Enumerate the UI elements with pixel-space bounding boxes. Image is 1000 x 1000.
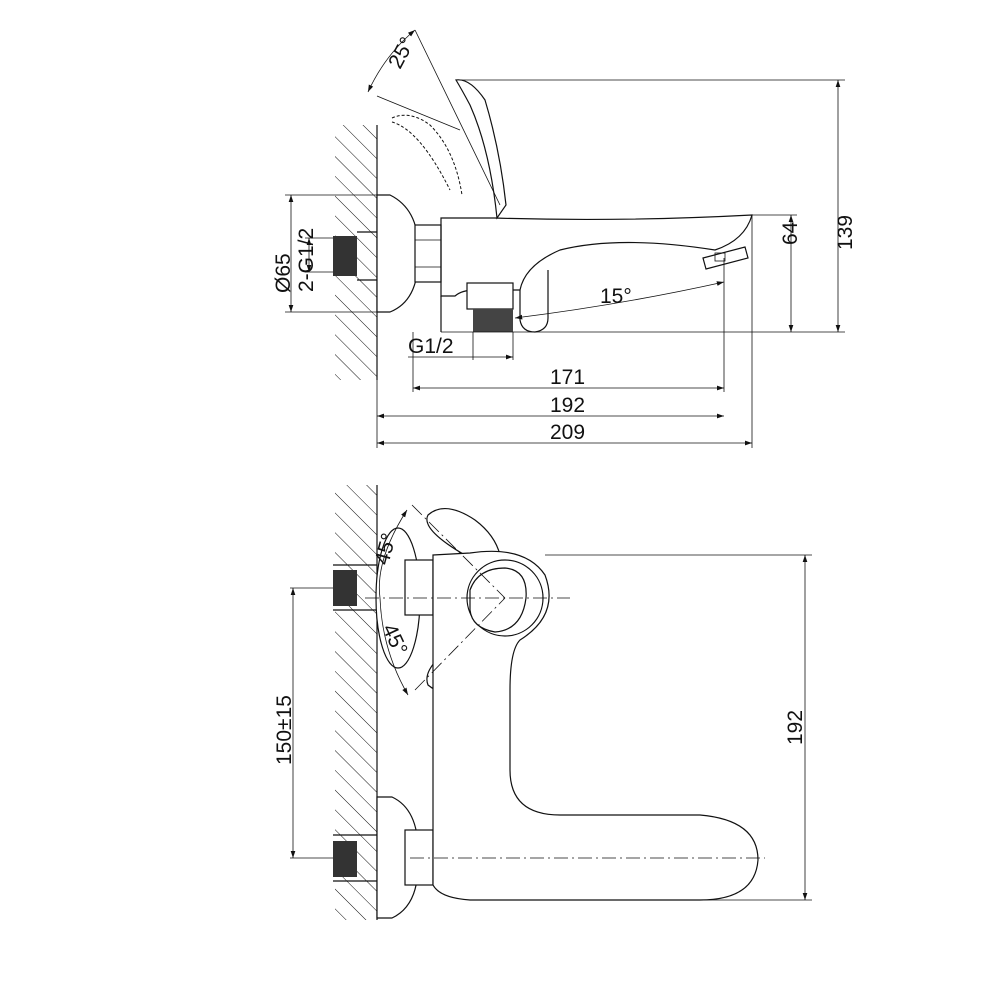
handle-tilted (391, 114, 463, 196)
dim-height-139: 139 (834, 215, 857, 250)
handle-upright (455, 79, 507, 220)
nut-lower (404, 829, 434, 886)
label-spout-angle: 15° (600, 285, 632, 308)
dim-width-192: 192 (784, 710, 807, 745)
label-handle-angle: 25° (384, 34, 419, 73)
dim-outlet-thread: G1/2 (408, 335, 454, 358)
handle-knob (469, 567, 527, 633)
dim-inlet-spacing: 150±15 (273, 695, 296, 765)
outlet-fitting (466, 282, 514, 310)
top-view: 45° 45° 150±15 192 (273, 485, 812, 920)
nut-upper (404, 559, 434, 616)
dim-height-64: 64 (779, 221, 802, 245)
aerator (702, 246, 749, 270)
nut (414, 224, 442, 283)
inlet-thread-upper (333, 570, 357, 606)
dim-length-192: 192 (550, 394, 585, 417)
handle-rotated-left (426, 508, 501, 559)
dim-inlet-thread: 2-G1/2 (295, 228, 318, 292)
faucet-body (432, 550, 759, 901)
inlet-thread-lower (333, 841, 357, 877)
side-view: 25° 15° 139 64 Ø65 2-G1/2 G1/2 171 192 (272, 29, 857, 448)
escutcheon (376, 194, 419, 313)
dim-escutcheon-diameter: Ø65 (272, 253, 295, 293)
dim-length-171: 171 (550, 366, 585, 389)
inlet-thread (333, 236, 357, 276)
dim-length-209: 209 (550, 421, 585, 444)
outlet-thread (473, 309, 513, 332)
